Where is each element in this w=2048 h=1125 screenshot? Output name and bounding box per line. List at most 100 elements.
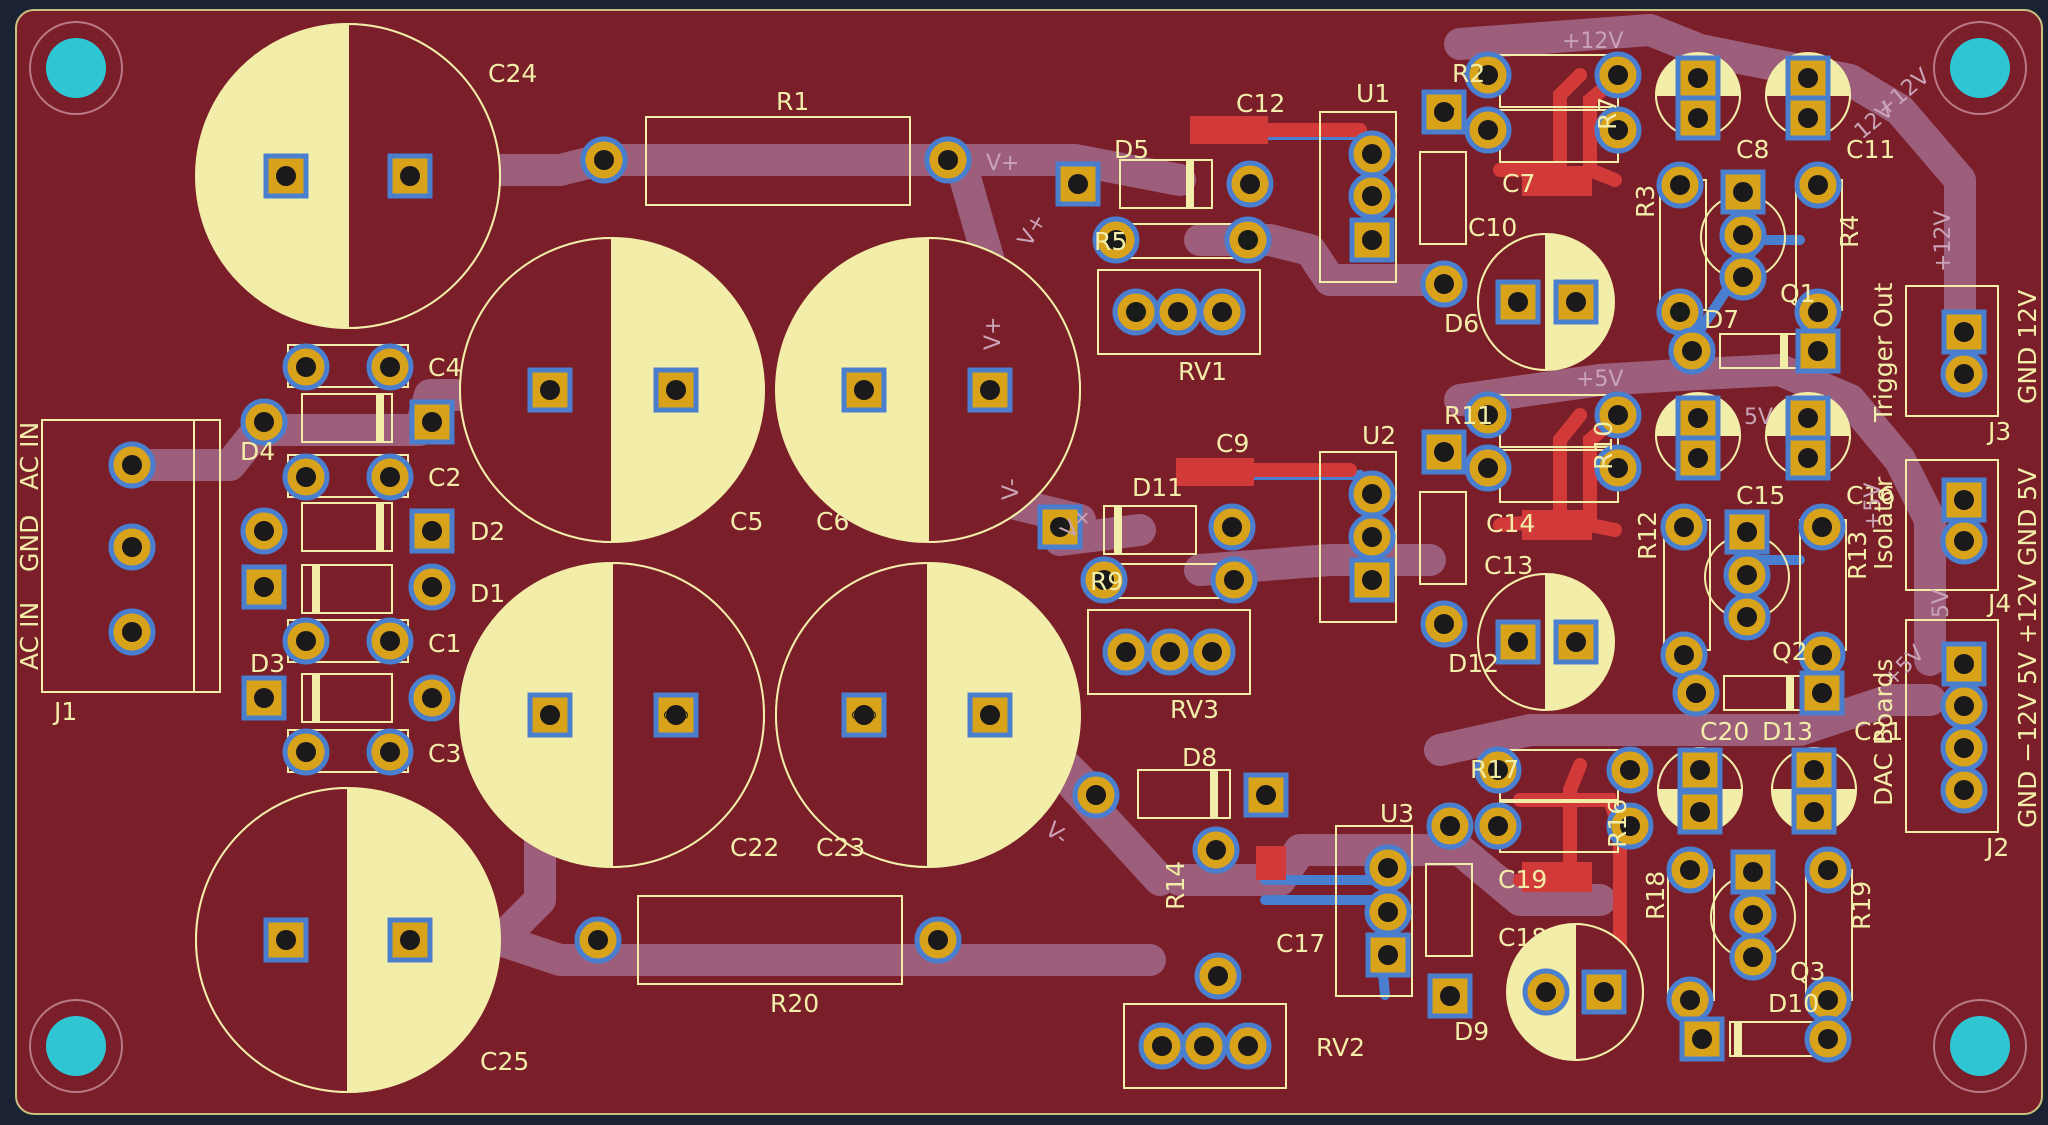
ref-c6: C6 (816, 507, 849, 536)
pad: 2 (1364, 888, 1412, 936)
pad-number: 1 (303, 361, 310, 374)
pad-number: 2 (1695, 452, 1702, 465)
pad-number: 2 (1447, 820, 1454, 833)
pad: 1 (1464, 51, 1512, 99)
pad-number: 1 (303, 471, 310, 484)
pad-number: 3 (1369, 234, 1376, 247)
pad-number: 1 (1695, 412, 1702, 425)
ref-r4: R4 (1835, 215, 1864, 248)
pad-number: 2 (407, 934, 414, 947)
pad: 1 (1364, 844, 1412, 892)
pad-number: 2 (1961, 784, 1968, 797)
pad-number: 2 (1201, 1040, 1208, 1053)
pad: 2 (408, 563, 456, 611)
ref-c22: C22 (730, 833, 779, 862)
pad: 2 (1348, 513, 1396, 561)
ref-c16: C16 (1846, 481, 1895, 510)
pad-number: 3 (1385, 949, 1392, 962)
pad-number: 2 (1805, 452, 1812, 465)
smd-c19 (1522, 862, 1592, 892)
diode-d8-outline (1137, 769, 1231, 819)
pad-number: 1 (429, 416, 436, 429)
pad-number: 2 (1744, 569, 1751, 582)
ref-c14: C14 (1486, 509, 1535, 538)
pad-number: 1 (987, 384, 994, 397)
cap-c25 (195, 786, 501, 1094)
pad-number: 2 (1441, 618, 1448, 631)
pad-number: 2 (1677, 306, 1684, 319)
ref-r18: R18 (1641, 871, 1670, 920)
pad-number: 2 (673, 384, 680, 397)
pad: 2 (1798, 631, 1846, 679)
pad: 1 (1522, 968, 1570, 1016)
pad-number: 1 (1213, 844, 1220, 857)
pad-number: 2 (1215, 970, 1222, 983)
pad-number: 2 (429, 581, 436, 594)
cap-c5 (459, 236, 765, 544)
pad: 2 (1677, 789, 1723, 835)
pad: 1 (241, 564, 287, 610)
pad: 1 (1941, 641, 1987, 687)
ref-d11: D11 (1132, 473, 1183, 502)
pad-number: 1 (1385, 862, 1392, 875)
trace-m12v (1424, 684, 1946, 766)
ref-d13: D13 (1762, 717, 1813, 746)
pad: 1 (580, 136, 628, 184)
ref-r12: R12 (1633, 511, 1662, 560)
pad: 1 (1785, 55, 1831, 101)
ref-r3: R3 (1631, 185, 1660, 218)
pad-number: 1 (1689, 345, 1696, 358)
pad-number: 1 (1805, 72, 1812, 85)
trimmer-rv3-outline (1087, 609, 1251, 695)
diode-d5-outline (1119, 159, 1213, 209)
pad-number: 2 (1811, 806, 1818, 819)
pad: 2 (1785, 95, 1831, 141)
net-label: +5V (1861, 483, 1886, 530)
pad: 2 (1656, 288, 1704, 336)
ref-c1: C1 (428, 629, 461, 658)
pad: 1 (1675, 395, 1721, 441)
pad: 2 (1606, 746, 1654, 794)
pad: 2 (1606, 802, 1654, 850)
pad: 1 (1464, 391, 1512, 439)
pad-number: 5V (1437, 446, 1452, 459)
pad: 2 (1194, 952, 1242, 1000)
pad: 2 (1594, 444, 1642, 492)
diode-d11-outline (1103, 505, 1197, 555)
board-label-j2-pins: GND −12V 5V +12V (2013, 574, 2042, 828)
pad: 2 (408, 674, 456, 722)
pad-number: 2 (1615, 462, 1622, 475)
ref-rv1: RV1 (1178, 357, 1227, 386)
pad: 2 (366, 453, 414, 501)
pad-number: 2 (1385, 906, 1392, 919)
pad-number: 2 (1740, 229, 1747, 242)
pad: 1 (1668, 327, 1716, 375)
board-label-gnd-left: GND (15, 515, 44, 572)
pad-number: 2 (1369, 190, 1376, 203)
ref-j4: J4 (1986, 589, 2011, 618)
net-label: +12V (1931, 211, 1956, 272)
smd-c9 (1176, 458, 1254, 486)
pad-number: 2 (1573, 636, 1580, 649)
pad: 1 (1474, 802, 1522, 850)
pad-number: 1 (261, 692, 268, 705)
pad: 1 (1666, 846, 1714, 894)
pad: 2 (1675, 435, 1721, 481)
pad-number: 1 (1699, 1033, 1706, 1046)
pad-number: 1 (1693, 687, 1700, 700)
board-label-isolator: Isolator (1869, 476, 1898, 570)
pad: 2 (1581, 969, 1627, 1015)
pad-number: 2 (1247, 178, 1254, 191)
pad: 1 (967, 367, 1013, 413)
ref-c17: C17 (1276, 929, 1325, 958)
pad: 3 (1349, 217, 1395, 263)
ref-r17: R17 (1470, 755, 1519, 784)
pad-number: 2 (129, 541, 136, 554)
pad-number: 2 (1681, 649, 1688, 662)
pad: 1 (282, 343, 330, 391)
diode-d3-outline (301, 673, 393, 723)
smd-c17 (1256, 846, 1286, 880)
pad: 1 (1192, 826, 1240, 874)
ref-d2: D2 (470, 517, 505, 546)
